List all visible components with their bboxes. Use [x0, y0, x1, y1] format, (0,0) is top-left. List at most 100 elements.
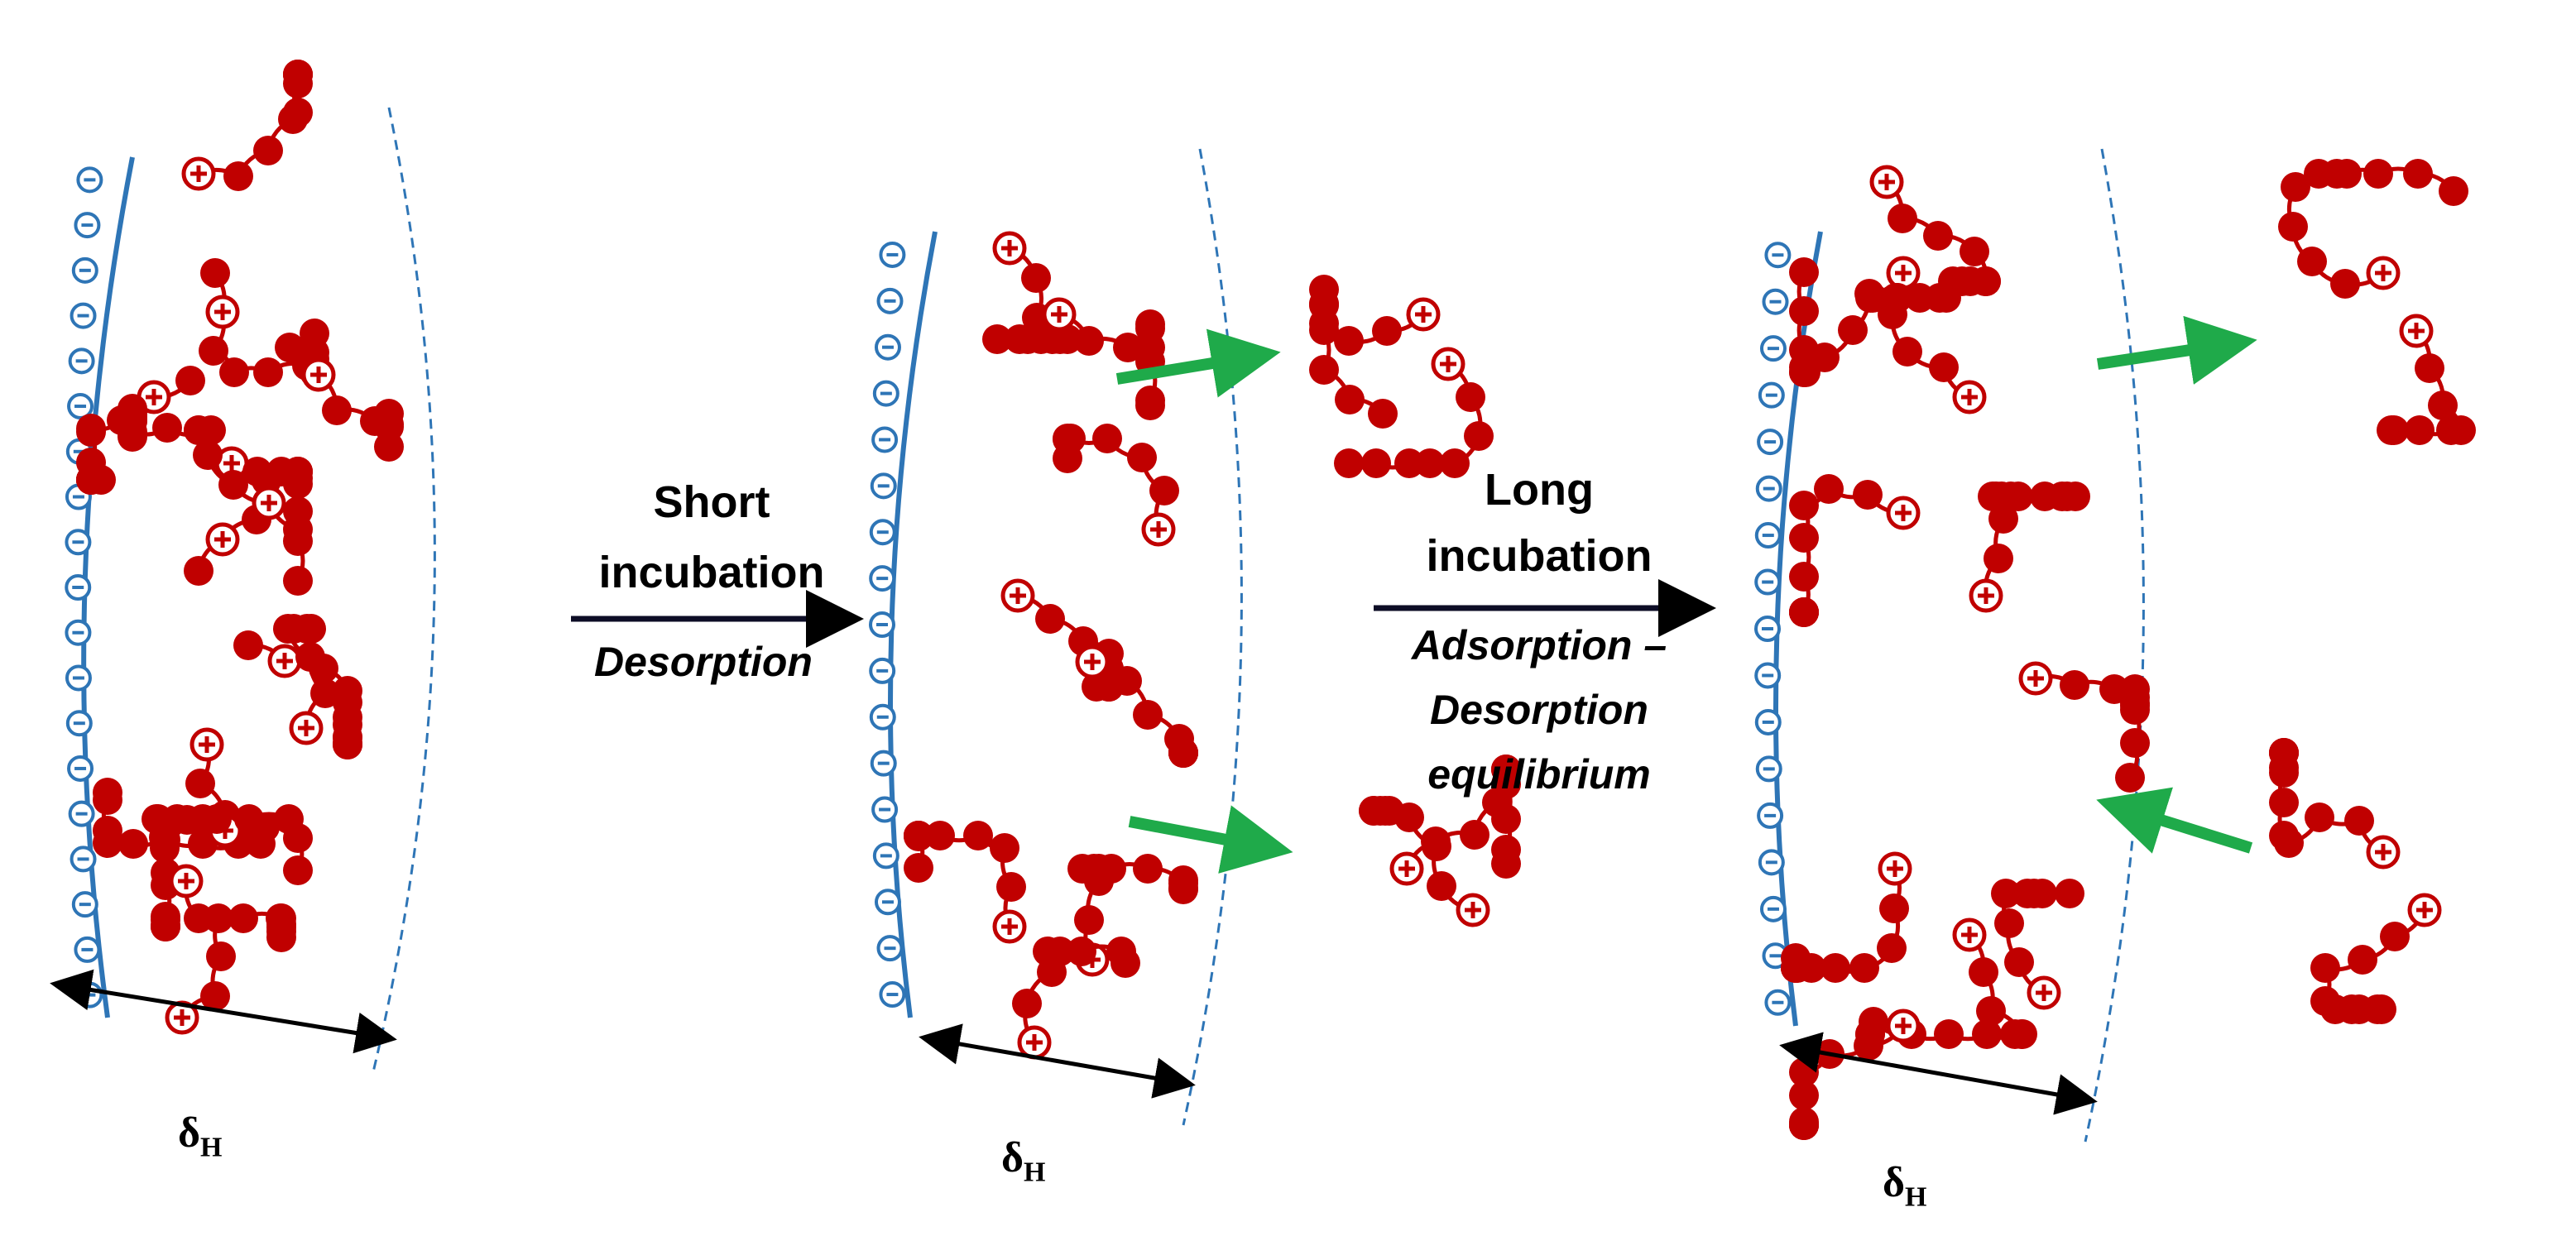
monomer-bead	[283, 60, 313, 89]
positive-charge-icon	[1886, 1008, 1921, 1043]
monomer-bead	[2332, 159, 2362, 189]
monomer-bead	[228, 903, 258, 933]
monomer-bead	[1111, 948, 1140, 978]
negative-charge-icon	[1764, 242, 1792, 269]
monomer-bead	[1984, 544, 2013, 573]
monomer-bead	[295, 642, 325, 672]
monomer-bead	[1789, 335, 1819, 365]
monomer-bead	[223, 161, 253, 191]
negative-charge-icon	[65, 529, 92, 556]
positive-charge-icon	[992, 909, 1027, 944]
polymer-chain	[275, 333, 404, 462]
polymer-chain	[1053, 424, 1179, 547]
positive-charge-icon	[205, 295, 240, 329]
monomer-bead	[2003, 481, 2033, 511]
monomer-bead	[1789, 1080, 1819, 1110]
monomer-bead	[175, 366, 205, 395]
monomer-bead	[1012, 989, 1042, 1018]
polymer-chain	[93, 727, 276, 859]
brush-boundary	[371, 107, 436, 1076]
positive-charge-icon	[2399, 314, 2434, 348]
polymer-chain	[2018, 661, 2150, 793]
monomer-bead	[1820, 953, 1850, 983]
negative-charge-icon	[876, 935, 904, 962]
negative-charge-icon	[65, 619, 92, 646]
positive-charge-icon	[205, 522, 240, 557]
positive-charge-icon	[1017, 1025, 1052, 1060]
monomer-bead	[2363, 159, 2393, 189]
monomer-bead	[1133, 854, 1163, 884]
monomer-bead	[1368, 399, 1398, 429]
step2-subtitle-line1: Adsorption –	[1411, 622, 1667, 668]
monomer-bead	[152, 413, 182, 443]
positive-charge-icon	[1952, 917, 1987, 952]
readsorption-arrow	[2096, 787, 2253, 854]
step2-subtitle-line2: Desorption	[1430, 687, 1648, 733]
positive-charge-icon	[1969, 578, 2003, 613]
monomer-bead	[275, 333, 305, 362]
adsorbed-polymer-layer	[76, 60, 404, 1035]
negative-charge-icon	[869, 703, 896, 731]
negative-charge-icon	[65, 710, 93, 737]
monomer-bead	[1096, 854, 1126, 884]
polymer-chain	[2269, 738, 2401, 870]
polymer-chain	[1309, 275, 1441, 429]
monomer-bead	[150, 833, 180, 863]
negative-charge-icon	[869, 519, 896, 546]
monomer-bead	[2428, 390, 2458, 420]
monomer-bead	[2055, 879, 2084, 908]
monomer-bead	[253, 136, 283, 165]
monomer-bead	[1838, 315, 1868, 345]
monomer-bead	[1460, 820, 1489, 850]
negative-charge-icon	[1758, 849, 1785, 876]
free-polymer-chains	[2269, 159, 2476, 1024]
negative-charge-icon	[879, 981, 906, 1008]
monomer-bead	[234, 804, 264, 834]
polymer-chain	[982, 231, 1082, 354]
positive-charge-icon	[1406, 297, 1441, 332]
monomer-bead	[2027, 879, 2057, 908]
monomer-bead	[142, 804, 171, 834]
polymer-chain	[1334, 347, 1494, 478]
monomer-bead	[333, 687, 362, 717]
monomer-bead	[2367, 994, 2396, 1024]
polymer-chain	[1389, 755, 1521, 886]
monomer-bead	[1491, 804, 1521, 834]
monomer-bead	[1881, 283, 1911, 313]
negative-charge-icon	[1764, 989, 1792, 1016]
monomer-bead	[2269, 788, 2299, 817]
monomer-bead	[1092, 424, 1122, 453]
desorption-arrow	[1128, 805, 1293, 874]
monomer-bead	[1879, 893, 1909, 923]
monomer-bead	[310, 678, 340, 708]
monomer-bead	[1464, 421, 1494, 451]
panel-short-incubation	[869, 148, 1521, 1126]
monomer-bead	[925, 821, 955, 850]
monomer-bead	[266, 917, 296, 946]
negative-charge-icon	[872, 380, 899, 407]
monomer-bead	[2348, 945, 2377, 975]
monomer-bead	[1789, 523, 1819, 553]
monomer-bead	[904, 822, 933, 851]
positive-charge-icon	[1000, 578, 1035, 613]
negative-charge-icon	[876, 287, 904, 314]
negative-charge-icon	[65, 574, 92, 601]
positive-charge-icon	[169, 864, 204, 898]
polymer-chain	[184, 415, 313, 544]
monomer-bead	[1814, 474, 1844, 504]
monomer-bead	[1789, 296, 1819, 326]
negative-charge-icon	[870, 472, 897, 500]
monomer-bead	[184, 556, 213, 586]
polymer-chain	[1789, 474, 1921, 627]
negative-charge-icon	[1755, 475, 1782, 502]
adsorbed-polymer-layer	[904, 231, 1198, 1060]
monomer-bead	[1053, 443, 1082, 473]
monomer-bead	[1892, 337, 1922, 367]
step1-title-line2: incubation	[598, 548, 825, 597]
panel-long-incubation	[1754, 148, 2476, 1143]
monomer-bead	[2115, 763, 2145, 793]
negative-charge-icon	[874, 889, 901, 916]
positive-charge-icon	[181, 156, 216, 191]
monomer-bead	[1491, 769, 1521, 799]
